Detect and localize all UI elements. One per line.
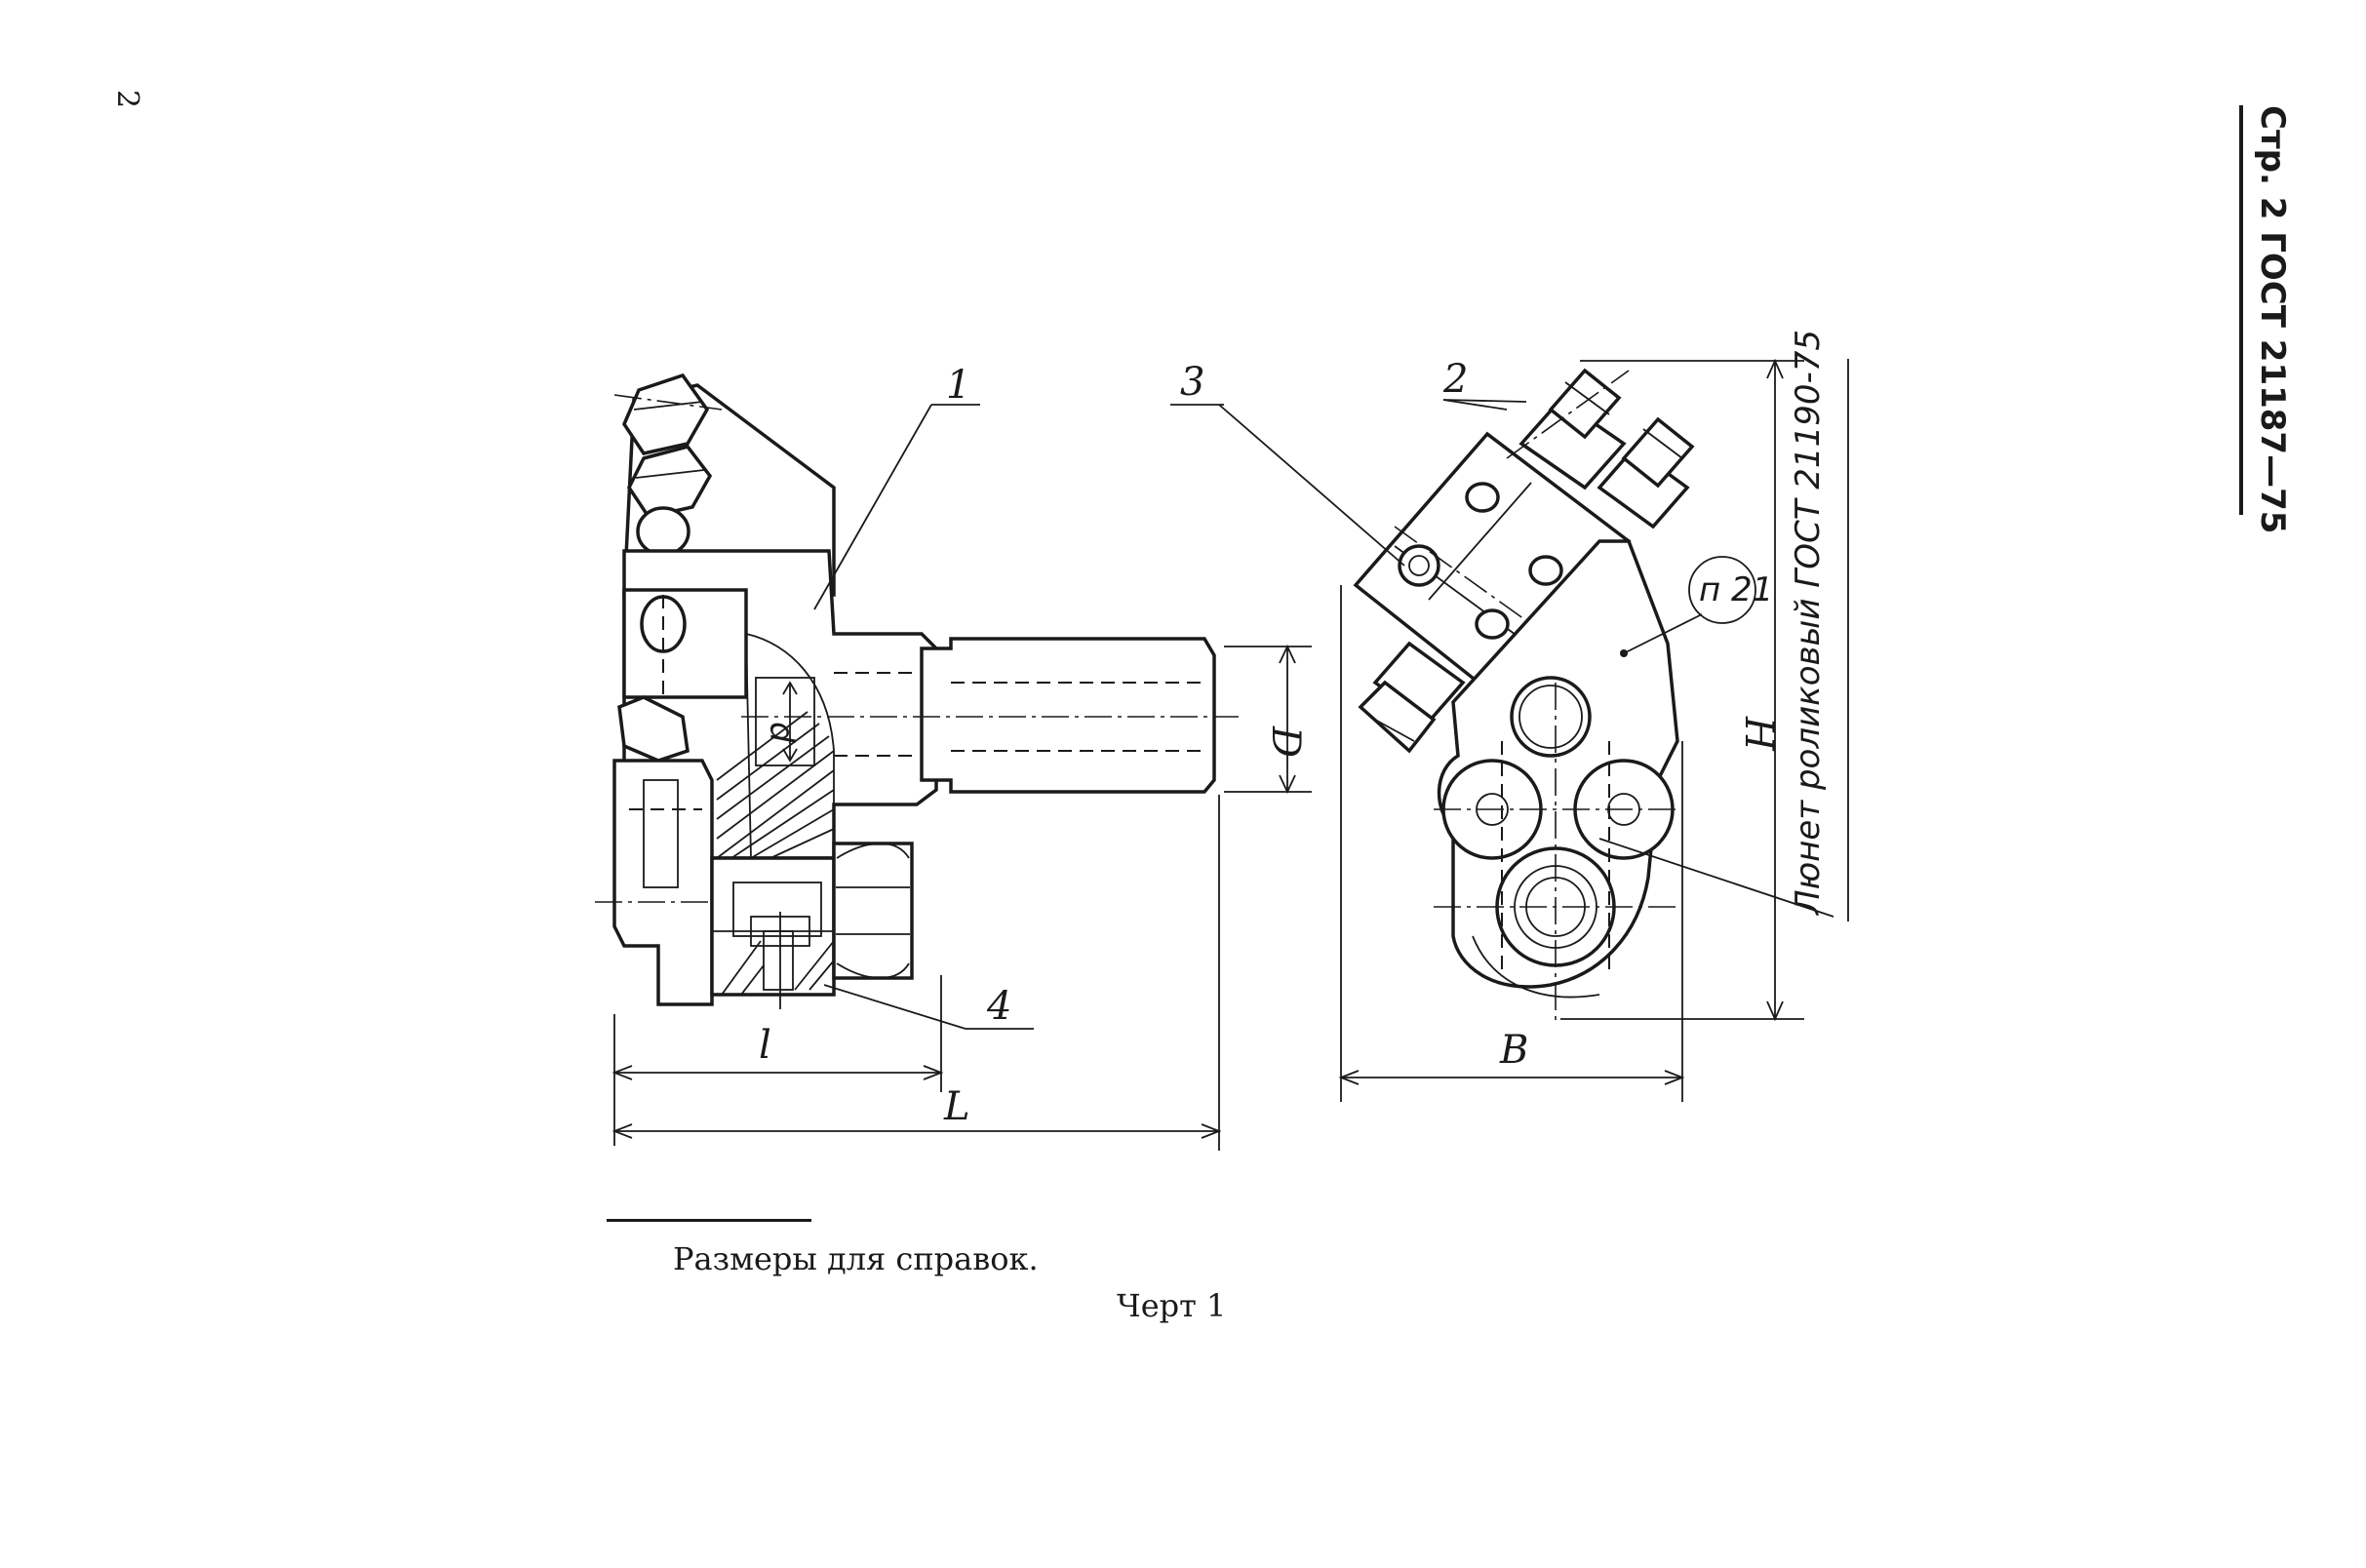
dimension-D: D bbox=[1263, 725, 1308, 758]
dimension-H: H bbox=[1736, 716, 1781, 752]
circle-note: п 21 bbox=[1699, 570, 1773, 609]
dimension-B: B bbox=[1499, 1028, 1528, 1073]
hatching bbox=[716, 711, 835, 859]
figure-caption: Черт 1 bbox=[1117, 1287, 1227, 1324]
callout-4: 4 bbox=[986, 984, 1011, 1029]
hex-bolt-top-1 bbox=[613, 372, 723, 455]
dimension-d: d bbox=[762, 722, 801, 743]
callout-2: 2 bbox=[1442, 357, 1468, 402]
front-view: 2 3 п 21 B H Люнет роликовый ГОСТ 21190-… bbox=[1170, 330, 1849, 1102]
footnote-rule bbox=[607, 1219, 811, 1222]
footnote-text: Размеры для справок. bbox=[673, 1240, 1039, 1277]
header-rule bbox=[2239, 105, 2243, 515]
hex-bolt-top-2 bbox=[626, 445, 713, 519]
side-view: 1 4 D d l L bbox=[595, 363, 1312, 1151]
top-bolt-2 bbox=[1506, 368, 1630, 490]
dimension-l: l bbox=[759, 1023, 771, 1068]
side-note: Люнет роликовый ГОСТ 21190-75 bbox=[1789, 330, 1828, 917]
callout-3: 3 bbox=[1180, 360, 1204, 405]
lower-left-bolt bbox=[1358, 641, 1466, 754]
dimension-L: L bbox=[943, 1084, 970, 1129]
right-bolt bbox=[1597, 416, 1695, 529]
callout-1: 1 bbox=[946, 363, 970, 408]
